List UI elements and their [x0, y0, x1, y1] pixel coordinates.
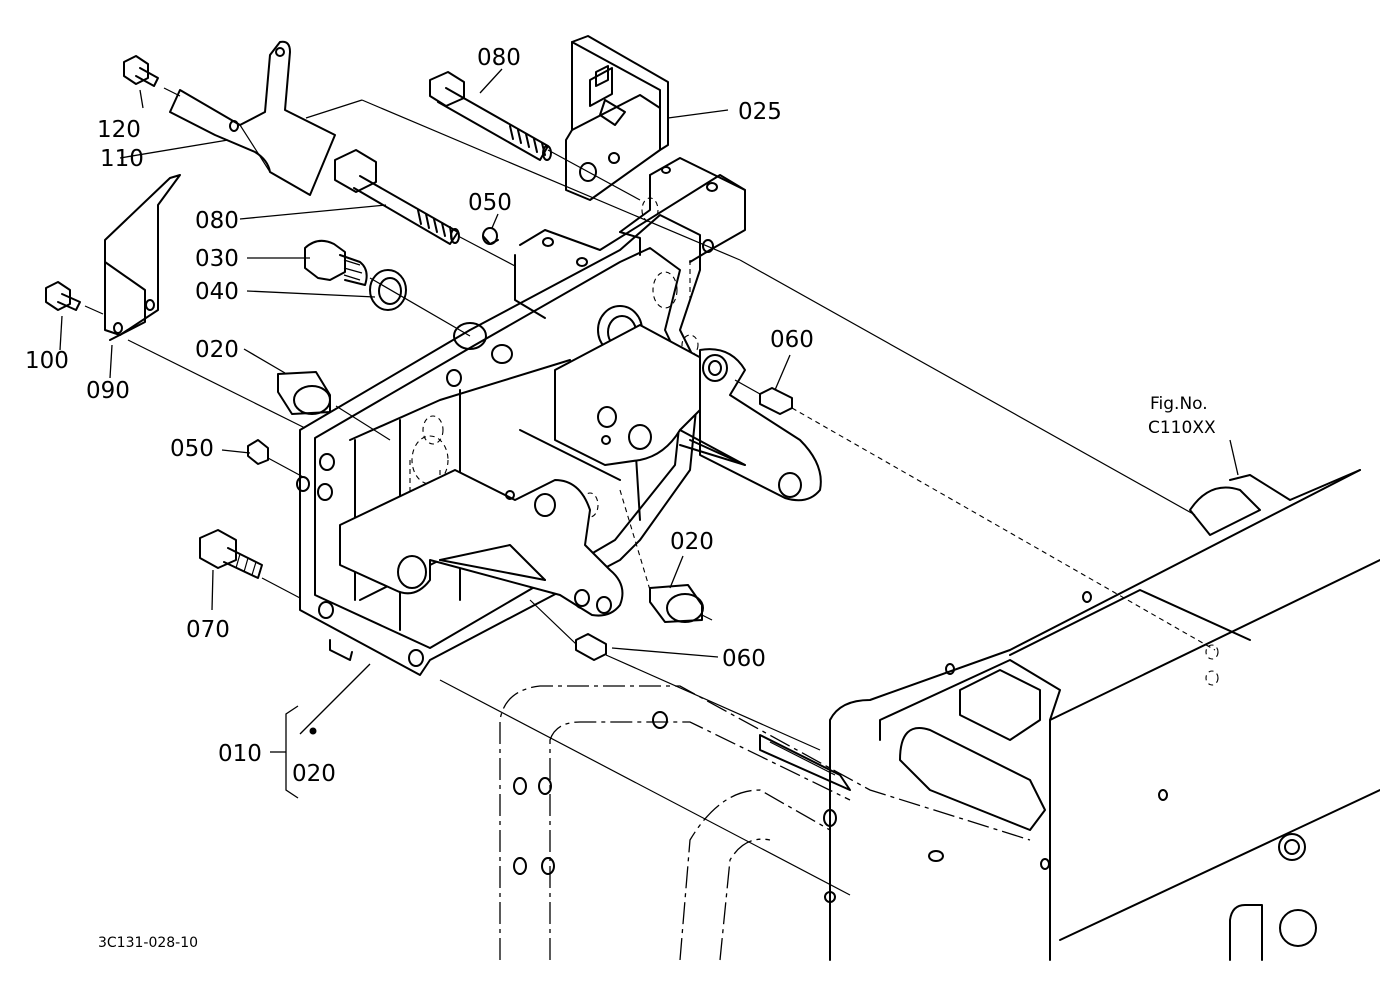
- figure-ref-line1: Fig.No.: [1150, 394, 1208, 414]
- callout-060-bottom: 060: [722, 646, 766, 672]
- callout-050-top: 050: [468, 190, 512, 216]
- bolt-100: [45, 281, 81, 311]
- callout-030: 030: [195, 246, 239, 272]
- bushing-020-left: [277, 371, 331, 415]
- callout-070: 070: [186, 617, 230, 643]
- upper-lever-arm: [554, 324, 822, 502]
- pin-060-right: [759, 387, 793, 415]
- callout-050-left: 050: [170, 436, 214, 462]
- callout-025: 025: [738, 99, 782, 125]
- callout-020-left: 020: [195, 337, 239, 363]
- bolt-120: [123, 55, 159, 87]
- plate-090: [104, 174, 181, 341]
- callout-040: 040: [195, 279, 239, 305]
- callout-080-top: 080: [477, 45, 521, 71]
- callout-100: 100: [25, 348, 69, 374]
- collar-050-left: [247, 439, 269, 465]
- seal-ring-040: [369, 269, 407, 311]
- plate-110: [169, 40, 336, 196]
- pin-060-bottom: [575, 633, 607, 661]
- callout-110: 110: [100, 146, 144, 172]
- leader-lines: [59, 68, 1239, 799]
- plug-030: [304, 239, 368, 286]
- callout-080-middle: 080: [195, 208, 239, 234]
- transmission-case: [499, 469, 1380, 961]
- callout-060-right: 060: [770, 327, 814, 353]
- collar-050-top: [482, 227, 499, 245]
- drawing-code: 3C131-028-10: [98, 935, 198, 951]
- callout-020-group: 020: [292, 761, 336, 787]
- bolt-070: [199, 529, 263, 579]
- callout-120: 120: [97, 117, 141, 143]
- bracket-025: [565, 35, 669, 201]
- callout-020-right: 020: [670, 529, 714, 555]
- callout-090: 090: [86, 378, 130, 404]
- figure-ref-line2: C110XX: [1148, 418, 1216, 438]
- bolt-080-top: [429, 71, 552, 161]
- bolt-080-middle: [334, 149, 460, 245]
- callout-010: 010: [218, 741, 262, 767]
- bushing-020-right: [649, 584, 704, 623]
- callout-labels: 120 110 080 025 080 050 030 040 100 090 …: [25, 45, 1216, 951]
- assembly-lines: [84, 87, 1216, 896]
- lower-lever-arm: [339, 469, 624, 617]
